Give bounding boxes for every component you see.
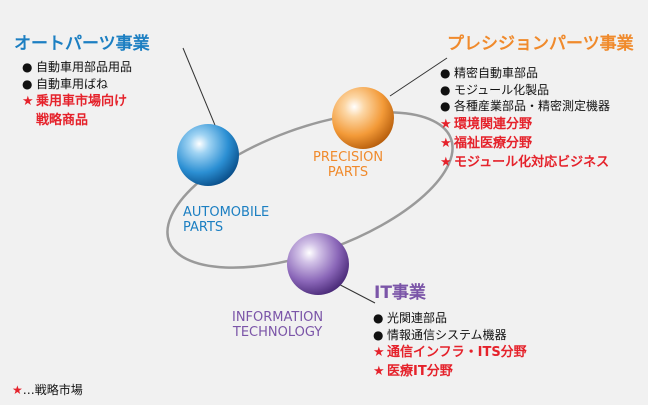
automotive-item: ●自動車用部品用品 xyxy=(22,60,133,74)
bullet-marker: ● xyxy=(440,66,451,80)
automotive-sphere xyxy=(177,124,239,186)
precision-item: ●各種産業部品・精密測定機器 xyxy=(440,99,611,113)
automotive-strategic-item: ★乗用車市場向け xyxy=(22,94,128,109)
automotive-title: オートパーツ事業 xyxy=(14,34,150,54)
star-icon: ★ xyxy=(440,154,452,170)
star-icon: ★ xyxy=(12,383,23,397)
legend: ★…戦略市場 xyxy=(12,381,83,398)
precision-strategic-item: ★環境関連分野 xyxy=(440,116,533,132)
bullet-marker: ● xyxy=(440,99,451,113)
it-sphere-label: INFORMATION TECHNOLOGY xyxy=(232,310,324,340)
automotive-item-list: ●自動車用部品用品 ●自動車用ばね ★乗用車市場向け 戦略商品 xyxy=(22,59,132,130)
precision-title: プレシジョンパーツ事業 xyxy=(447,34,634,54)
bullet-marker: ● xyxy=(373,327,384,342)
it-strategic-item: ★医療IT分野 xyxy=(373,364,453,379)
star-icon: ★ xyxy=(373,345,385,360)
bullet-marker: ● xyxy=(22,60,33,74)
star-icon: ★ xyxy=(373,364,385,379)
automotive-item: ●自動車用ばね xyxy=(22,76,109,91)
it-item: ●情報通信システム機器 xyxy=(373,327,507,342)
automotive-strategic-item-continued: 戦略商品 xyxy=(36,113,89,128)
precision-strategic-item: ★福祉医療分野 xyxy=(440,135,533,151)
precision-strategic-item: ★モジュール化対応ビジネス xyxy=(440,154,610,170)
automotive-leader-line xyxy=(182,47,218,131)
it-item-list: ●光関連部品 ●情報通信システム機器 ★通信インフラ・ITS分野 ★医療IT分野 xyxy=(373,310,527,381)
bullet-marker: ● xyxy=(373,311,384,325)
automotive-sphere-label: AUTOMOBILE PARTS xyxy=(183,205,270,235)
precision-sphere xyxy=(332,87,394,149)
bullet-marker: ● xyxy=(440,82,451,97)
precision-item: ●精密自動車部品 xyxy=(440,66,539,80)
legend-text: …戦略市場 xyxy=(22,383,83,397)
it-title: IT事業 xyxy=(374,283,426,303)
star-icon: ★ xyxy=(22,94,34,109)
it-strategic-item: ★通信インフラ・ITS分野 xyxy=(373,345,527,360)
star-icon: ★ xyxy=(440,135,452,151)
precision-item: ●モジュール化製品 xyxy=(440,82,550,97)
precision-leader-line xyxy=(389,57,448,97)
star-icon: ★ xyxy=(440,116,452,132)
it-sphere xyxy=(287,233,349,295)
it-item: ●光関連部品 xyxy=(373,311,448,325)
bullet-marker: ● xyxy=(22,76,33,91)
precision-item-list: ●精密自動車部品 ●モジュール化製品 ●各種産業部品・精密測定機器 ★環境関連分… xyxy=(440,65,610,172)
precision-sphere-label: PRECISION PARTS xyxy=(313,150,384,180)
